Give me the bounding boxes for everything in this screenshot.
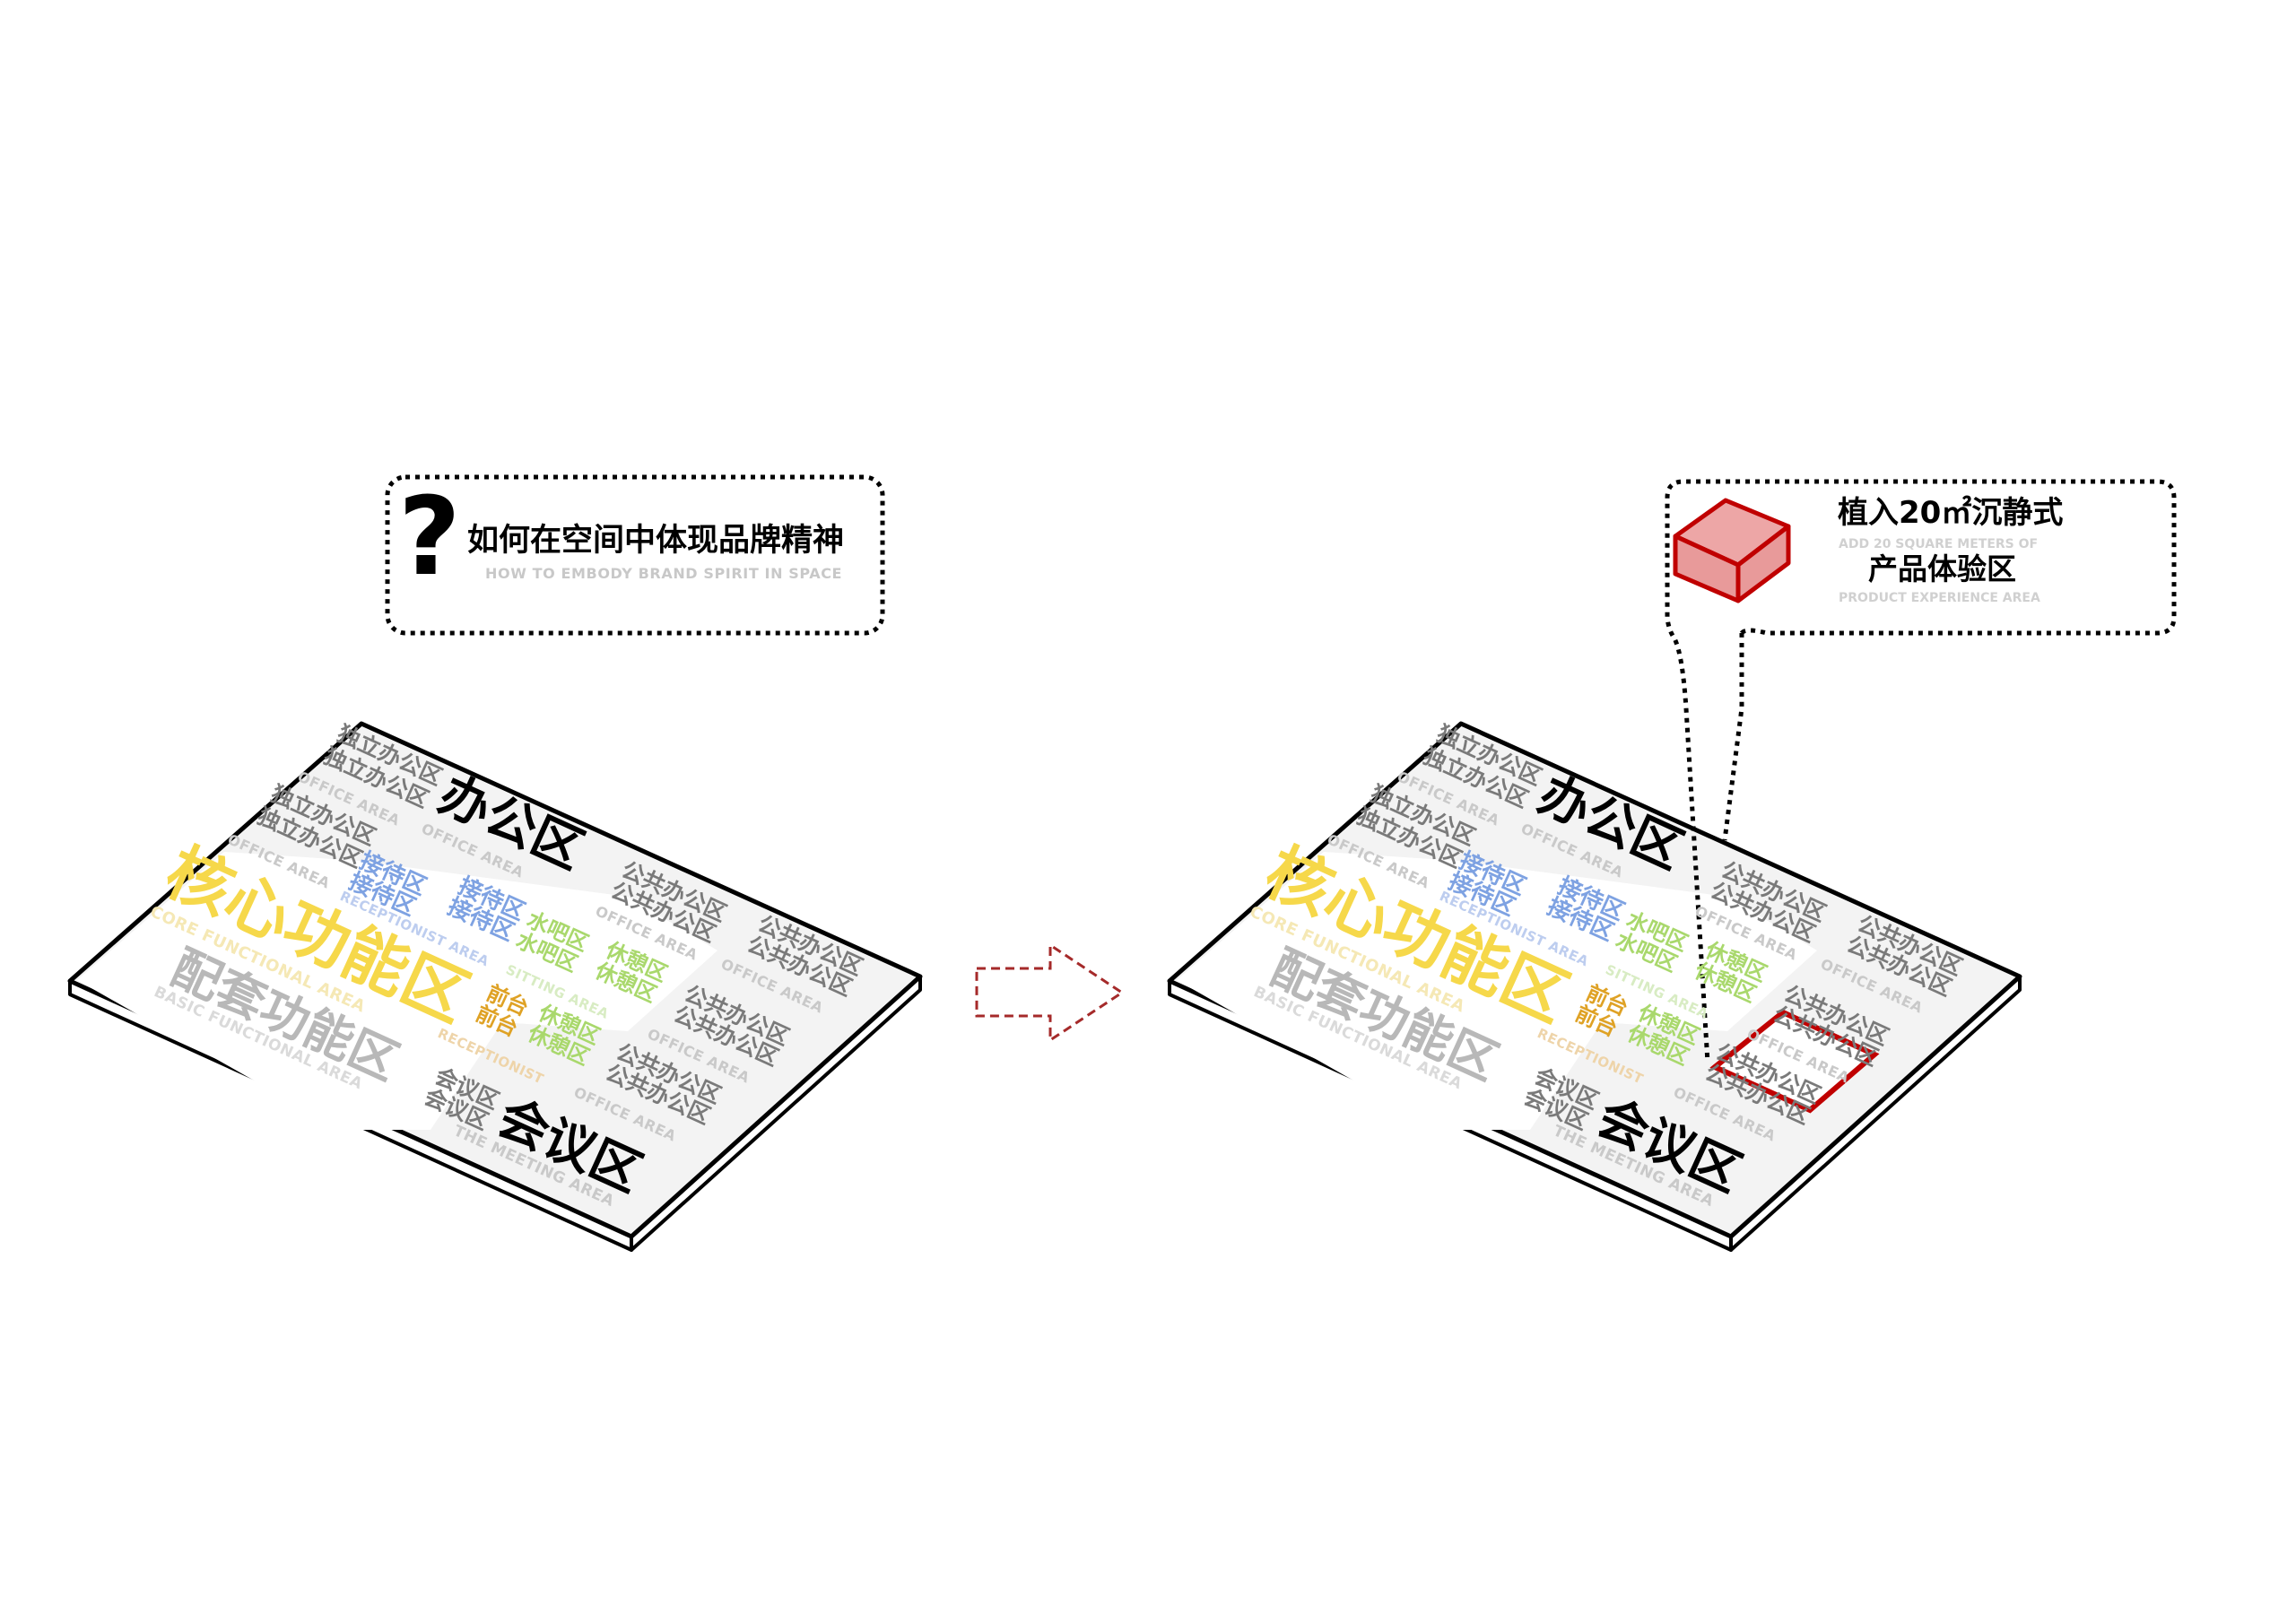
proposal-subtitle-line1: ADD 20 SQUARE METERS OF: [1839, 537, 2039, 551]
plate-white-zone: [1177, 852, 1817, 1130]
plate-white-zone: [77, 852, 718, 1130]
proposal-title-line2: 产品体验区: [1868, 551, 2016, 586]
question-mark-icon: ?: [398, 475, 461, 600]
question-subtitle: HOW TO EMBODY BRAND SPIRIT IN SPACE: [485, 565, 843, 582]
product-experience-area-outline: [1709, 1009, 1880, 1114]
question-callout-border: [385, 474, 885, 636]
proposal-title-line1: 植入20㎡沉静式: [1838, 495, 2064, 531]
proposal-callout-border: [1665, 479, 2177, 1063]
question-title: 如何在空间中体现品牌精神: [467, 523, 845, 559]
dashed-arrow-right-icon: [975, 942, 1125, 1043]
floor-plate-before: [67, 721, 923, 1252]
proposal-subtitle-line2: PRODUCT EXPERIENCE AREA: [1839, 591, 2040, 605]
red-cube-icon: [1673, 498, 1791, 603]
